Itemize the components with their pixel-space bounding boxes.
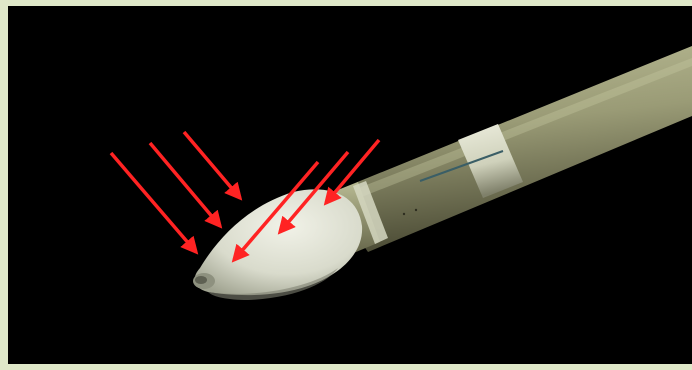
nose-cone bbox=[193, 189, 362, 300]
arrow bbox=[150, 143, 220, 226]
arrow bbox=[111, 153, 196, 252]
projectile-body bbox=[328, 46, 692, 252]
illustration bbox=[8, 6, 692, 364]
arrow bbox=[184, 132, 240, 198]
scene bbox=[8, 6, 692, 364]
